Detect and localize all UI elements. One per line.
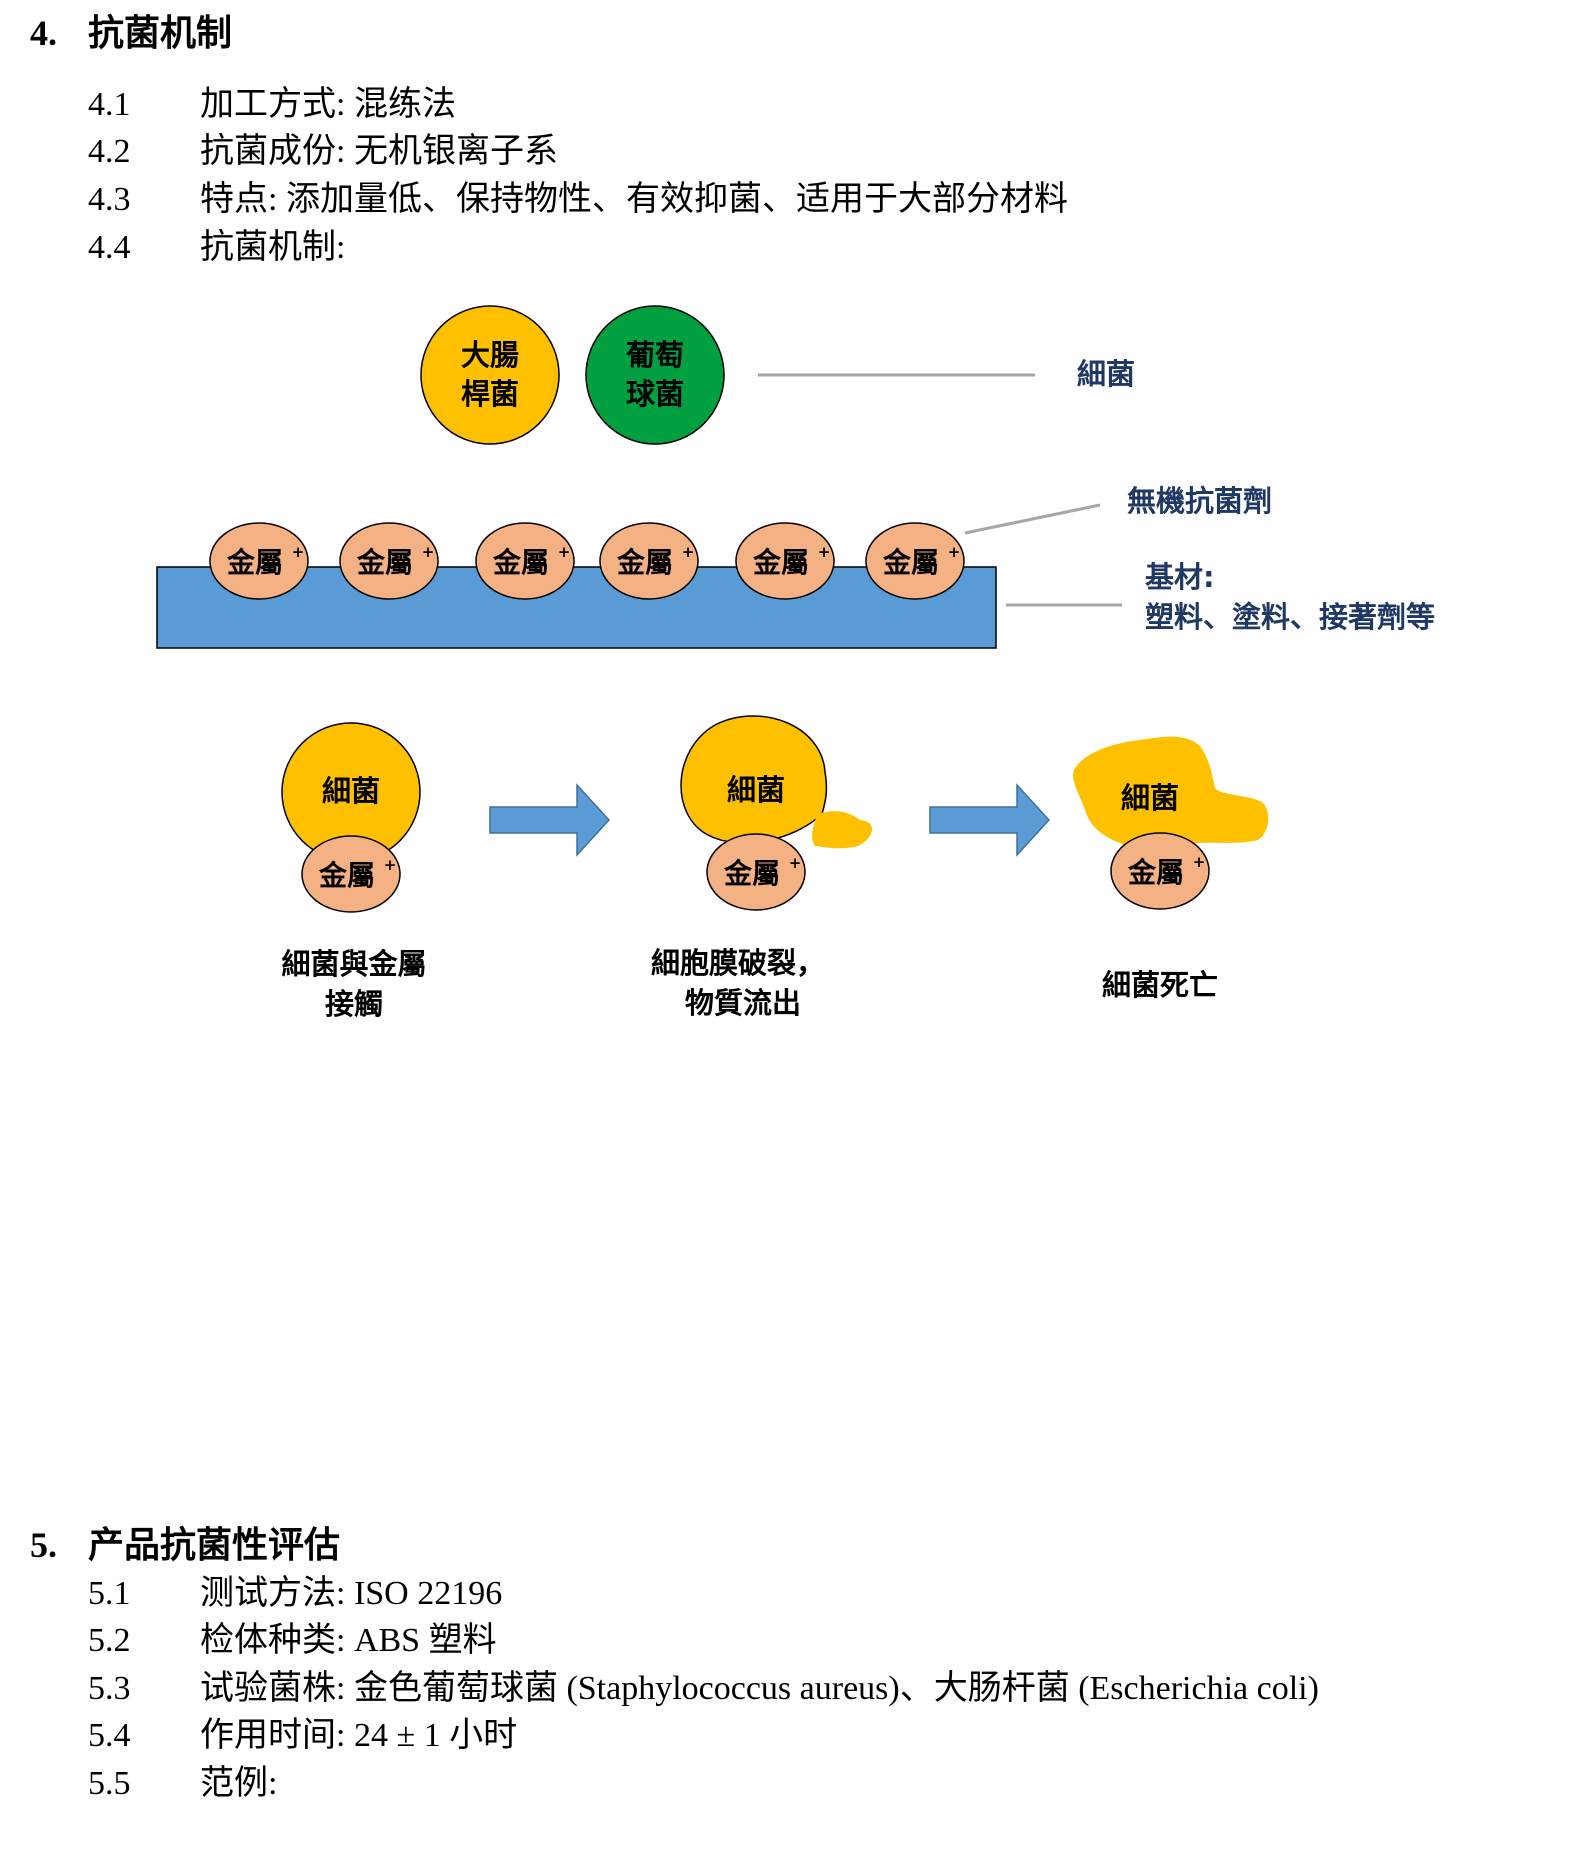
stage-2-leak: [812, 811, 873, 849]
svg-text:金屬: 金屬: [752, 546, 809, 579]
list-item: 4.3 特点: 添加量低、保持物性、有效抑菌、适用于大部分材料: [88, 171, 1068, 220]
list-item: 4.2 抗菌成份: 无机银离子系: [88, 123, 558, 172]
svg-text:+: +: [948, 543, 961, 561]
item-number: 5.4: [88, 1717, 131, 1754]
svg-text:+: +: [682, 543, 695, 561]
item-number: 4.1: [88, 86, 131, 123]
e-coli-label-1: 大腸: [461, 338, 519, 372]
item-number: 4.2: [88, 133, 131, 170]
staph-circle: [585, 305, 725, 445]
stage-3-bacteria-label: 細菌: [1121, 781, 1179, 815]
item-text: 检体种类: ABS 塑料: [200, 1622, 497, 1659]
stage-3-bacteria: [1073, 736, 1269, 852]
svg-text:+: +: [558, 543, 571, 561]
svg-text:金屬: 金屬: [492, 546, 549, 579]
stage-2-rupture: 細菌 金屬 +: [680, 715, 873, 911]
stage-1-caption-2: 接觸: [325, 987, 383, 1021]
svg-text:+: +: [422, 543, 435, 561]
section-4-heading: 4. 抗菌机制: [30, 4, 232, 56]
substrate-label-1: 基材:: [1145, 560, 1215, 594]
list-item: 5.5 范例:: [88, 1755, 277, 1804]
list-item: 5.1 测试方法: ISO 22196: [88, 1565, 502, 1614]
item-number: 5.5: [88, 1765, 131, 1802]
list-item: 5.4 作用时间: 24 ± 1 小时: [88, 1707, 517, 1756]
item-number: 5.2: [88, 1622, 131, 1659]
metal-ion: 金屬 +: [735, 522, 835, 600]
stage-3-metal: [1110, 832, 1210, 910]
list-item: 4.1 加工方式: 混练法: [88, 76, 456, 125]
stage-1-metal: [301, 835, 401, 913]
stage-1-contact: 細菌 金屬 +: [281, 722, 421, 913]
item-number: 5.3: [88, 1670, 131, 1707]
item-text: 抗菌机制:: [200, 229, 346, 266]
stage-1-caption-1: 細菌與金屬: [281, 947, 426, 981]
item-text: 作用时间: 24 ± 1 小时: [200, 1717, 518, 1754]
stage-1-metal-label: 金屬: [318, 859, 375, 892]
metal-ion: 金屬 +: [339, 522, 439, 600]
stage-1-metal-sup: +: [384, 856, 397, 874]
agent-pointer-line: [964, 503, 1101, 535]
e-coli-circle: [420, 305, 560, 445]
stage-3-caption: 細菌死亡: [1102, 968, 1218, 1002]
metal-ion: 金屬 +: [209, 522, 309, 600]
metal-ion: 金屬 +: [599, 522, 699, 600]
metal-ion: 金屬 +: [475, 522, 575, 600]
svg-text:+: +: [818, 543, 831, 561]
stage-2-metal-label: 金屬: [723, 857, 780, 890]
agent-label: 無機抗菌劑: [1127, 484, 1272, 518]
section-title: 产品抗菌性评估: [88, 1525, 341, 1565]
svg-text:金屬: 金屬: [226, 546, 283, 579]
e-coli-label-2: 桿菌: [461, 377, 519, 411]
stage-2-bacteria-label: 細菌: [727, 773, 785, 807]
item-text: 试验菌株: 金色葡萄球菌 (Staphylococcus aureus)、大肠杆…: [200, 1670, 1319, 1707]
section-title: 抗菌机制: [88, 13, 233, 53]
item-number: 5.1: [88, 1575, 131, 1612]
item-number: 4.4: [88, 229, 131, 266]
substrate-label-2: 塑料、塗料、接著劑等: [1145, 600, 1435, 634]
list-item: 4.4 抗菌机制:: [88, 219, 345, 268]
stage-2-caption-2: 物質流出: [685, 986, 801, 1020]
item-text: 范例:: [200, 1765, 278, 1802]
stage-2-caption-1: 細胞膜破裂，: [651, 946, 825, 980]
stage-2-metal: [706, 833, 806, 911]
arrow-right-icon: [929, 783, 1051, 857]
list-item: 5.2 检体种类: ABS 塑料: [88, 1612, 497, 1661]
metal-ion: 金屬 +: [865, 522, 965, 600]
item-text: 抗菌成份: 无机银离子系: [200, 133, 558, 170]
svg-text:金屬: 金屬: [356, 546, 413, 579]
svg-text:金屬: 金屬: [616, 546, 673, 579]
item-text: 特点: 添加量低、保持物性、有效抑菌、适用于大部分材料: [200, 181, 1068, 218]
item-number: 4.3: [88, 181, 131, 218]
stage-3-death: 細菌 金屬 +: [1073, 736, 1269, 910]
stage-1-bacteria-label: 細菌: [322, 774, 380, 808]
arrow-right-icon: [489, 783, 611, 857]
stage-3-metal-sup: +: [1193, 853, 1206, 871]
antibacterial-mechanism-diagram: 大腸 桿菌 葡萄 球菌 細菌 金屬 + 金屬 + 金屬 + 金屬 + 金屬 + …: [156, 305, 1435, 1021]
item-text: 测试方法: ISO 22196: [200, 1575, 503, 1612]
staph-label-2: 球菌: [626, 377, 684, 411]
section-5-heading: 5. 产品抗菌性评估: [30, 1516, 340, 1568]
staph-label-1: 葡萄: [626, 338, 684, 372]
stage-3-metal-label: 金屬: [1127, 856, 1184, 889]
list-item: 5.3 试验菌株: 金色葡萄球菌 (Staphylococcus aureus)、…: [88, 1660, 1319, 1709]
item-text: 加工方式: 混练法: [200, 86, 456, 123]
stage-2-metal-sup: +: [789, 854, 802, 872]
section-number: 4.: [30, 13, 57, 53]
svg-text:金屬: 金屬: [882, 546, 939, 579]
bacteria-label: 細菌: [1077, 357, 1135, 391]
section-number: 5.: [30, 1525, 57, 1565]
svg-text:+: +: [292, 543, 305, 561]
